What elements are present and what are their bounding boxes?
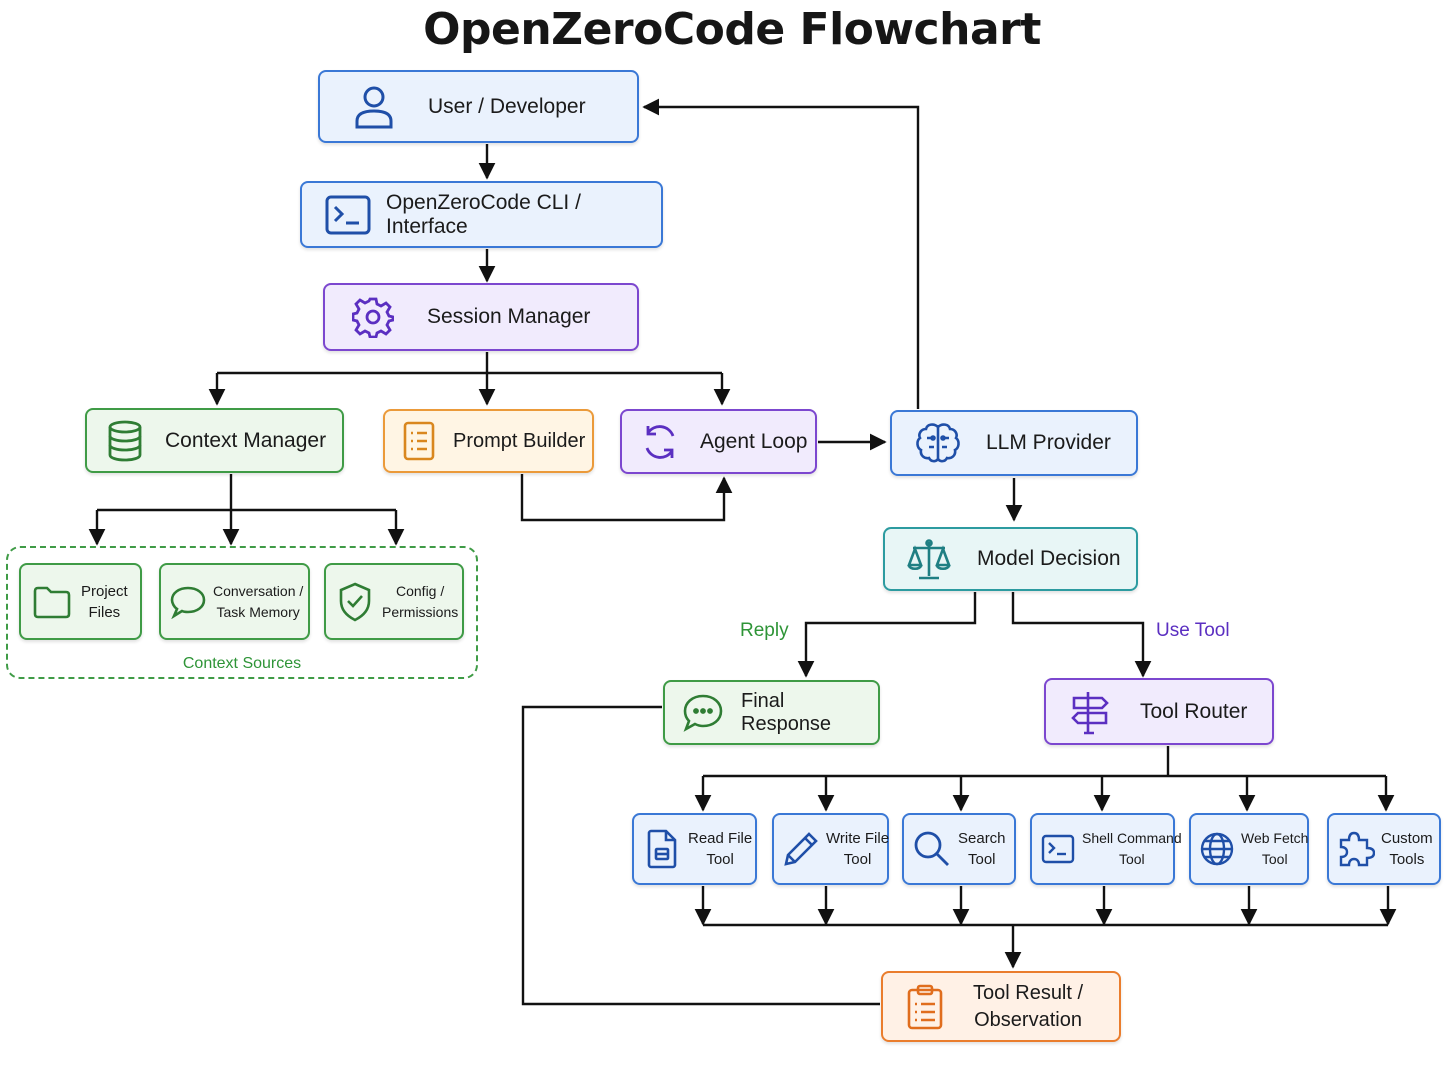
globe-icon [1193, 831, 1241, 867]
session-manager-node[interactable]: Session Manager [323, 283, 639, 351]
web-fetch-tool-label: Web Fetch Tool [1241, 830, 1309, 867]
folder-icon [23, 585, 81, 619]
user-icon [334, 84, 414, 130]
tool-router-label: Tool Router [1140, 699, 1248, 723]
custom-tools-node[interactable]: Custom Tools [1327, 813, 1441, 885]
brain-icon [898, 421, 978, 465]
terminal-icon [310, 195, 386, 235]
document-list-icon [391, 421, 447, 461]
prompt-builder-node[interactable]: Prompt Builder [383, 409, 594, 473]
read-file-tool-node[interactable]: Read File Tool [632, 813, 757, 885]
signpost-icon [1050, 689, 1130, 735]
search-tool-label: Search Tool [958, 830, 1006, 868]
page-title: OpenZeroCode Flowchart [423, 4, 1041, 55]
context-sources-group [6, 546, 478, 679]
context-sources-label: Context Sources [182, 655, 302, 672]
refresh-icon [628, 422, 692, 462]
puzzle-icon [1331, 830, 1381, 868]
custom-tools-label: Custom Tools [1381, 830, 1433, 868]
context-manager-label: Context Manager [165, 428, 327, 452]
shell-command-tool-node[interactable]: Shell Command Tool [1030, 813, 1182, 885]
session-manager-label: Session Manager [427, 305, 591, 328]
write-file-tool-label: Write File Tool [826, 830, 890, 868]
agent-loop-node[interactable]: Agent Loop [620, 409, 817, 474]
model-decision-node[interactable]: Model Decision [883, 527, 1138, 591]
database-icon [93, 420, 157, 462]
tool-result-node[interactable]: Tool Result / Observation [881, 971, 1121, 1042]
project-files-node[interactable]: Project Files [19, 563, 142, 640]
llm-provider-label: LLM Provider [986, 431, 1111, 454]
prompt-builder-label: Prompt Builder [453, 429, 586, 452]
write-file-tool-node[interactable]: Write File Tool [772, 813, 889, 885]
gear-icon [333, 296, 413, 338]
user-developer-label: User / Developer [428, 94, 586, 118]
cli-interface-label: OpenZeroCode CLI / Interface [386, 190, 581, 238]
user-developer-node[interactable]: User / Developer [318, 70, 639, 143]
context-manager-node[interactable]: Context Manager [85, 408, 344, 473]
tool-result-label: Tool Result / Observation [973, 981, 1084, 1031]
search-tool-node[interactable]: Search Tool [902, 813, 1016, 885]
cli-interface-node[interactable]: OpenZeroCode CLI / Interface [300, 181, 663, 248]
chat-bubble-icon [671, 693, 735, 733]
web-fetch-tool-node[interactable]: Web Fetch Tool [1189, 813, 1309, 885]
tool-router-node[interactable]: Tool Router [1044, 678, 1274, 745]
final-response-label: Final Response [741, 689, 832, 735]
speech-bubble-icon [163, 585, 213, 619]
shield-check-icon [328, 582, 382, 622]
config-permissions-node[interactable]: Config / Permissions [324, 563, 464, 640]
conversation-memory-node[interactable]: Conversation / Task Memory [159, 563, 310, 640]
conversation-memory-label: Conversation / Task Memory [213, 582, 304, 620]
scales-icon [889, 538, 969, 580]
magnifier-icon [906, 830, 958, 868]
clipboard-icon [885, 984, 965, 1030]
use-tool-edge-label: Use Tool [1156, 620, 1230, 641]
read-file-tool-label: Read File Tool [688, 830, 753, 868]
pencil-icon [776, 831, 826, 867]
llm-provider-node[interactable]: LLM Provider [890, 410, 1138, 476]
project-files-label: Project Files [81, 582, 128, 621]
reply-edge-label: Reply [740, 620, 789, 641]
shell-command-tool-label: Shell Command Tool [1082, 830, 1182, 867]
file-icon [636, 829, 688, 869]
terminal-icon [1034, 834, 1082, 864]
config-permissions-label: Config / Permissions [382, 582, 459, 620]
final-response-node[interactable]: Final Response [663, 680, 880, 745]
model-decision-label: Model Decision [977, 547, 1121, 570]
agent-loop-label: Agent Loop [700, 429, 808, 453]
